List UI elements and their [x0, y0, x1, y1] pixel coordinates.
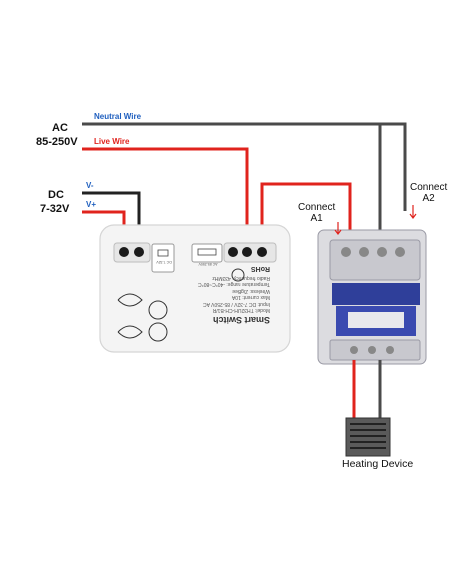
connect-a1-label: Connect A1 [298, 202, 335, 224]
v-minus-label: V- [86, 181, 94, 190]
smart-switch-box [99, 224, 291, 353]
heating-device [345, 417, 391, 457]
ac-voltage: 85-250V [36, 136, 78, 148]
a1-arrow [334, 222, 342, 235]
a2-arrow [409, 205, 417, 219]
dc-title: DC [48, 189, 64, 201]
dc-port-label: DC 7-32V [156, 260, 172, 264]
spec-line: Wireless: ZigBee [232, 288, 270, 294]
switch-spec-block: Smart Switch Model: TH32UH-CH-B1/R Input… [160, 265, 270, 326]
v-plus-label: V+ [86, 200, 97, 209]
connect-a2-label: Connect A2 [410, 182, 447, 204]
heating-device-label: Heating Device [342, 458, 414, 470]
spec-line: Temperature range: -40°C~80°C [198, 281, 270, 288]
connect-a2-line2: A2 [422, 193, 435, 204]
connect-a1-line1: Connect [298, 202, 336, 213]
neutral-wire-label: Neutral Wire [94, 112, 142, 121]
spec-line: Model: TH32UH-CH-B1/R [212, 307, 270, 314]
connect-a1-line2: A1 [310, 213, 323, 224]
connect-a2-line1: Connect [410, 182, 448, 193]
output-to-a1-wire [260, 182, 352, 250]
ac-title: AC [52, 122, 68, 134]
contactor [317, 229, 427, 365]
live-wire-label: Live Wire [94, 137, 130, 146]
switch-title: Smart Switch [212, 315, 270, 325]
ac-port-label: AC 85-250V [198, 262, 218, 266]
dc-voltage: 7-32V [40, 203, 70, 215]
spec-line: Input: DC 7-32V / 85-250V AC [203, 301, 270, 307]
live-wire [82, 147, 249, 250]
neutral-wire [82, 122, 407, 211]
spec-line: Radio frequency: 433MHz [212, 275, 270, 281]
